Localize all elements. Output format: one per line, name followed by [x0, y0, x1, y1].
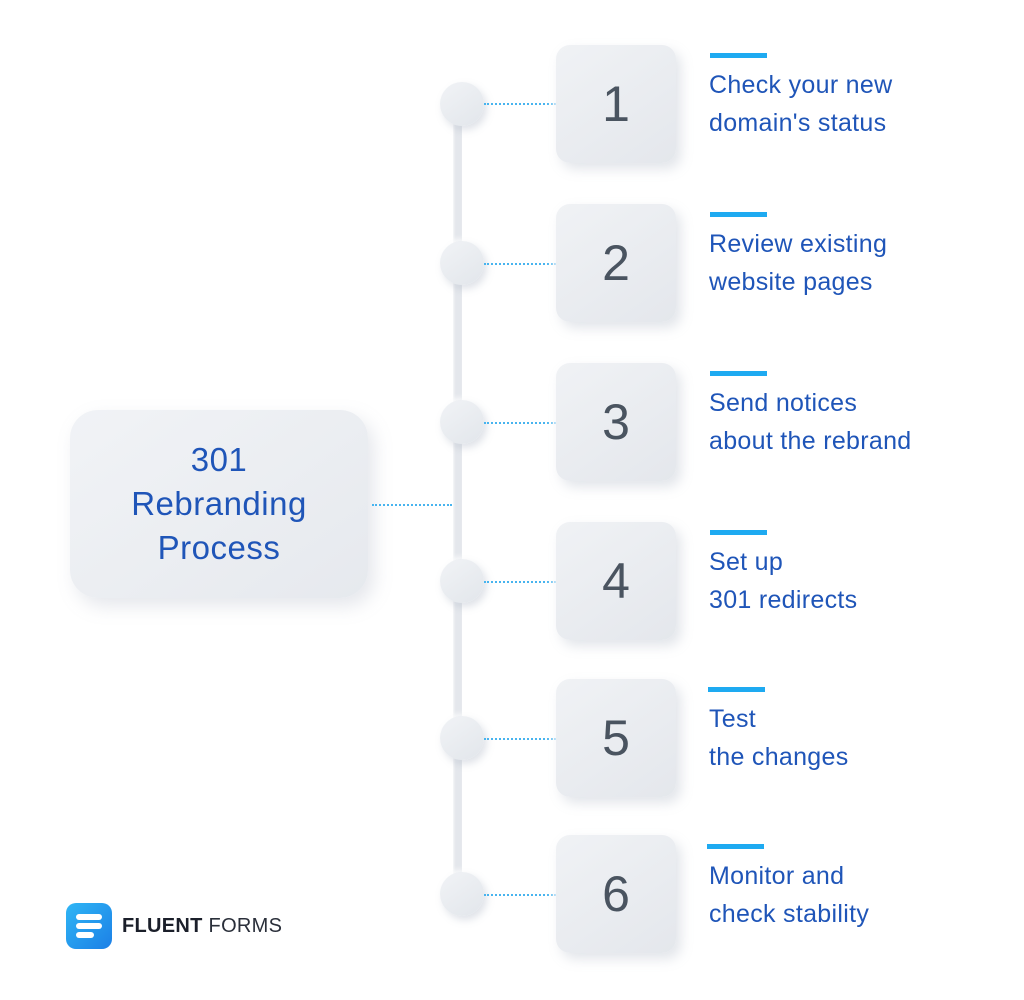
step-4-number: 4	[602, 553, 630, 609]
step-1-node	[440, 82, 484, 126]
step-5-connector	[484, 738, 556, 740]
step-4-node	[440, 559, 484, 603]
step-4-connector	[484, 581, 556, 583]
step-1-accent-bar	[710, 53, 767, 58]
step-4-label-line-2: 301 redirects	[709, 586, 858, 614]
timeline-trunk	[453, 104, 462, 894]
step-6-label-line-1: Monitor and	[709, 862, 845, 890]
step-2-number: 2	[602, 235, 630, 291]
step-3-number: 3	[602, 394, 630, 450]
step-3-number-box: 3	[556, 363, 676, 481]
main-title-line-1: 301	[190, 441, 248, 478]
step-2-label: Review existing website pages	[709, 225, 887, 301]
step-3-accent-bar	[710, 371, 767, 376]
step-5-number: 5	[602, 710, 630, 766]
step-2-number-box: 2	[556, 204, 676, 322]
step-6-connector	[484, 894, 556, 896]
step-5-number-box: 5	[556, 679, 676, 797]
step-5-label-line-1: Test	[709, 705, 757, 733]
main-title-line-3: Process	[157, 529, 281, 566]
step-3-connector	[484, 422, 556, 424]
logo-wordmark: FLUENT FORMS	[122, 915, 282, 938]
step-6-node	[440, 872, 484, 916]
step-1-number: 1	[602, 76, 630, 132]
step-1-label-line-1: Check your new	[709, 71, 893, 99]
step-4-accent-bar	[710, 530, 767, 535]
step-5-accent-bar	[708, 687, 765, 692]
step-3-node	[440, 400, 484, 444]
step-3-label-line-2: about the rebrand	[709, 427, 912, 455]
step-3-label-line-1: Send notices	[709, 389, 858, 417]
fluent-forms-logo: FLUENT FORMS	[66, 903, 282, 949]
step-3-label: Send notices about the rebrand	[709, 384, 911, 460]
step-2-accent-bar	[710, 212, 767, 217]
step-2-label-line-1: Review existing	[709, 230, 888, 258]
step-4-number-box: 4	[556, 522, 676, 640]
main-process-box: 301 Rebranding Process	[70, 410, 368, 598]
main-title-line-2: Rebranding	[131, 485, 307, 522]
step-1-label-line-2: domain's status	[709, 109, 887, 137]
main-connector	[372, 504, 452, 506]
step-6-number-box: 6	[556, 835, 676, 953]
step-5-label: Test the changes	[709, 700, 849, 776]
step-1-label: Check your new domain's status	[709, 66, 892, 142]
logo-text-bold: FLUENT	[122, 914, 203, 937]
logo-text-light: FORMS	[208, 914, 283, 937]
step-1-number-box: 1	[556, 45, 676, 163]
step-5-node	[440, 716, 484, 760]
step-6-accent-bar	[707, 844, 764, 849]
step-4-label-line-1: Set up	[709, 548, 784, 576]
step-6-label: Monitor and check stability	[709, 857, 869, 933]
step-2-label-line-2: website pages	[709, 268, 873, 296]
step-1-connector	[484, 103, 556, 105]
fluent-forms-logo-icon	[66, 903, 112, 949]
step-6-number: 6	[602, 866, 630, 922]
step-5-label-line-2: the changes	[709, 743, 849, 771]
step-2-node	[440, 241, 484, 285]
step-4-label: Set up 301 redirects	[709, 543, 857, 619]
step-6-label-line-2: check stability	[709, 900, 870, 928]
step-2-connector	[484, 263, 556, 265]
